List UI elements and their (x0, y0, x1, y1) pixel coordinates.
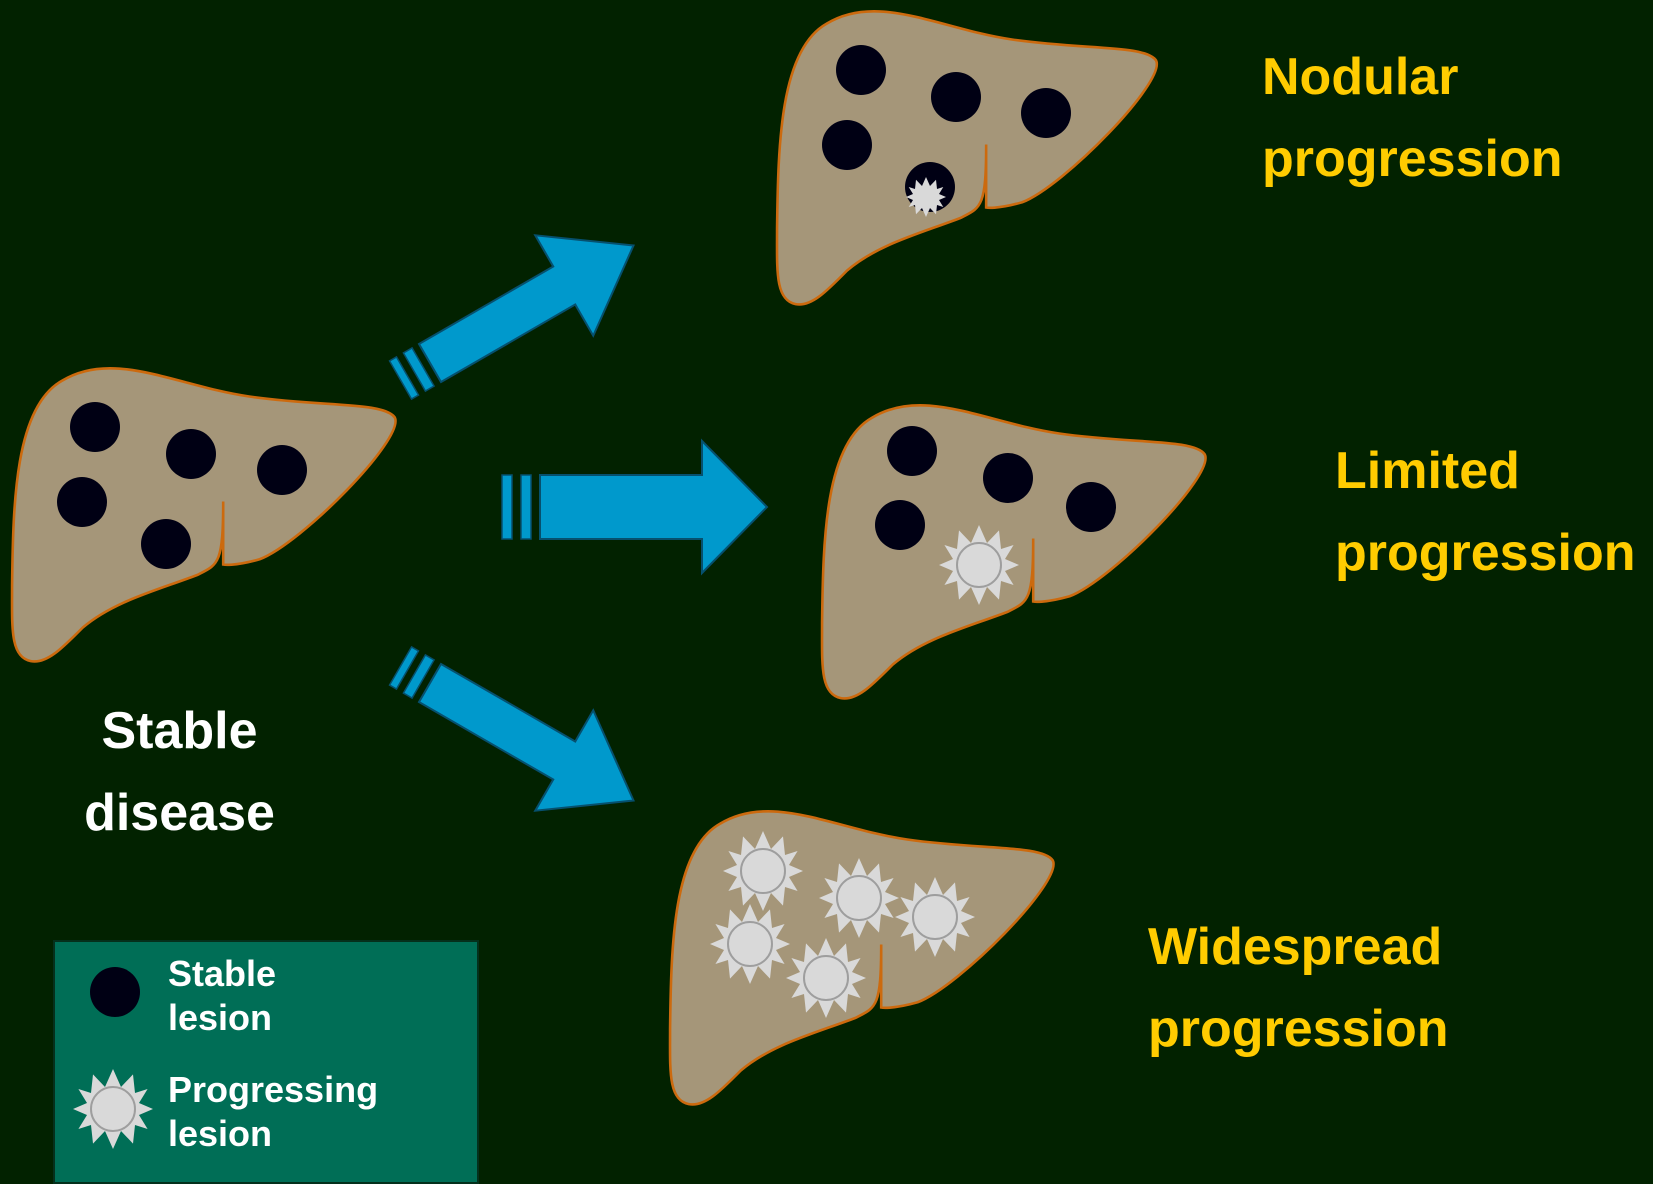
label-line: progression (1262, 118, 1563, 200)
legend-line: lesion (168, 996, 276, 1040)
stable-lesion (141, 519, 191, 569)
legend-progressing-lesion: Progressing lesion (168, 1068, 378, 1156)
stable-lesion (875, 500, 925, 550)
legend-line: Progressing (168, 1068, 378, 1112)
stable-lesion (983, 453, 1033, 503)
legend-stable-lesion: Stable lesion (168, 952, 276, 1040)
stable-lesion (887, 426, 937, 476)
legend-line: lesion (168, 1112, 378, 1156)
arrow-to-limited (502, 441, 767, 573)
label-line: Limited (1335, 430, 1636, 512)
label-line: progression (1148, 988, 1449, 1070)
legend-line: Stable (168, 952, 276, 996)
liver-limited (822, 405, 1206, 698)
stable-lesion (166, 429, 216, 479)
label-nodular-progression: Nodular progression (1262, 36, 1563, 200)
liver-nodular (777, 11, 1157, 304)
arrow-to-widespread (372, 616, 663, 851)
label-widespread-progression: Widespread progression (1148, 906, 1449, 1070)
stable-lesion (257, 445, 307, 495)
liver-stable (12, 368, 396, 661)
label-line: Stable (82, 690, 277, 772)
starburst-icon (73, 1069, 153, 1149)
label-line: progression (1335, 512, 1636, 594)
stable-lesion (822, 120, 872, 170)
label-line: Widespread (1148, 906, 1449, 988)
stable-lesion (931, 72, 981, 122)
label-stable-disease: Stable disease (82, 690, 277, 854)
label-line: Nodular (1262, 36, 1563, 118)
arrow-to-nodular (372, 195, 663, 430)
stable-lesion (70, 402, 120, 452)
dark-circle-icon (90, 967, 140, 1017)
legend-box: Stable lesion Progressing lesion (53, 940, 479, 1184)
stable-lesion (57, 477, 107, 527)
liver-widespread (670, 811, 1054, 1104)
label-line: disease (82, 772, 277, 854)
legend-icons (55, 942, 175, 1182)
stable-lesion (1066, 482, 1116, 532)
stable-lesion (836, 45, 886, 95)
stable-lesion (1021, 88, 1071, 138)
label-limited-progression: Limited progression (1335, 430, 1636, 594)
